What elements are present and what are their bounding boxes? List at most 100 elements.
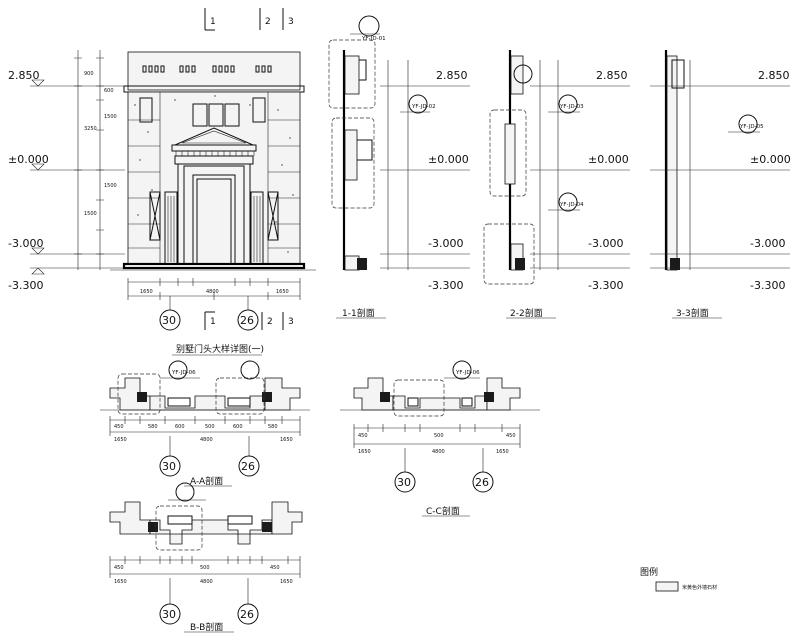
plan-a-a: 别墅门头大样详图(一) YF-JD-06 450 580 600 500 600… bbox=[100, 343, 310, 487]
svg-text:1500: 1500 bbox=[84, 211, 97, 217]
title-2-2: 2-2剖面 bbox=[510, 307, 543, 319]
dims-b-b: 450 500 450 1650 4800 1650 bbox=[109, 556, 301, 585]
svg-text:4800: 4800 bbox=[206, 289, 219, 295]
legend: 图例 米黄色外墙石材 bbox=[640, 566, 717, 592]
svg-text:3: 3 bbox=[288, 317, 294, 327]
svg-text:2.850: 2.850 bbox=[596, 69, 628, 82]
svg-text:YF-JD-01: YF-JD-01 bbox=[361, 36, 386, 42]
svg-text:YF-JD-06: YF-JD-06 bbox=[455, 370, 480, 376]
svg-text:1500: 1500 bbox=[104, 183, 117, 189]
svg-text:1: 1 bbox=[210, 317, 216, 327]
svg-text:-3.300: -3.300 bbox=[588, 279, 623, 292]
dentils bbox=[175, 151, 255, 156]
svg-text:2: 2 bbox=[267, 317, 273, 327]
legend-item-stone: 米黄色外墙石材 bbox=[682, 584, 717, 591]
svg-text:±0.000: ±0.000 bbox=[428, 153, 469, 166]
svg-text:26: 26 bbox=[241, 460, 255, 473]
title-1-1: 1-1剖面 bbox=[342, 307, 375, 319]
upper-windows bbox=[139, 97, 266, 127]
stone-speckle bbox=[134, 95, 294, 253]
section-1-1: YF-JD-01 2.850 ±0.000 -3.000 -3.300 YF-J… bbox=[328, 15, 470, 319]
svg-text:1650: 1650 bbox=[280, 437, 293, 443]
axis-markers-elevation: 30 26 bbox=[159, 296, 259, 331]
svg-text:26: 26 bbox=[475, 476, 489, 489]
svg-text:1650: 1650 bbox=[358, 449, 371, 455]
svg-text:2.850: 2.850 bbox=[758, 69, 790, 82]
section-markers-bottom: 1 2 3 bbox=[204, 311, 294, 330]
plan-c-c: YF-JD-06 450 500 450 1650 4800 1650 30 2… bbox=[340, 360, 540, 517]
svg-text:450: 450 bbox=[358, 433, 368, 439]
axis-26: 26 bbox=[240, 314, 254, 327]
svg-text:600: 600 bbox=[104, 88, 114, 94]
dimension-chain-left: 900 3250 1500 600 1500 1500 bbox=[74, 50, 117, 270]
main-title: 别墅门头大样详图(一) bbox=[176, 343, 264, 355]
svg-text:1650: 1650 bbox=[114, 437, 127, 443]
svg-text:500: 500 bbox=[200, 565, 210, 571]
svg-text:±0.000: ±0.000 bbox=[588, 153, 629, 166]
svg-text:450: 450 bbox=[114, 424, 124, 430]
section-mark-1: 1 bbox=[210, 17, 216, 27]
svg-text:-3.000: -3.000 bbox=[588, 237, 623, 250]
axis-30: 30 bbox=[162, 314, 176, 327]
svg-text:-3.000: -3.000 bbox=[750, 237, 785, 250]
section-3-3: YF-JD-05 2.850 ±0.000 -3.000 -3.300 3-3剖… bbox=[650, 50, 791, 319]
svg-text:-3.300: -3.300 bbox=[750, 279, 785, 292]
levels-3-3: 2.850 ±0.000 -3.000 -3.300 bbox=[650, 69, 791, 292]
section-markers-top: 1 2 3 bbox=[204, 8, 294, 31]
title-3-3: 3-3剖面 bbox=[676, 307, 709, 319]
door-pilasters bbox=[149, 191, 279, 265]
elev-2850: 2.850 bbox=[8, 69, 40, 82]
svg-text:900: 900 bbox=[84, 71, 94, 77]
plan-b-b: 450 500 450 1650 4800 1650 30 26 B-B剖面 bbox=[109, 482, 303, 633]
svg-text:YF-JD-06: YF-JD-06 bbox=[171, 370, 196, 376]
svg-text:580: 580 bbox=[268, 424, 278, 430]
svg-text:600: 600 bbox=[175, 424, 185, 430]
svg-text:-3.000: -3.000 bbox=[428, 237, 463, 250]
levels-1-1: 2.850 ±0.000 -3.000 -3.300 bbox=[380, 69, 470, 292]
elev-3000: -3.000 bbox=[8, 237, 43, 250]
dimension-bottom: 1650 4800 1650 bbox=[127, 278, 301, 300]
title-c-c: C-C剖面 bbox=[426, 505, 460, 517]
svg-text:500: 500 bbox=[434, 433, 444, 439]
svg-text:1650: 1650 bbox=[276, 289, 289, 295]
svg-text:4800: 4800 bbox=[432, 449, 445, 455]
svg-text:±0.000: ±0.000 bbox=[750, 153, 791, 166]
svg-text:30: 30 bbox=[162, 460, 176, 473]
svg-text:30: 30 bbox=[397, 476, 411, 489]
levels-2-2: 2.850 ±0.000 -3.000 -3.300 bbox=[530, 69, 630, 292]
svg-text:450: 450 bbox=[114, 565, 124, 571]
svg-text:26: 26 bbox=[240, 608, 254, 621]
dims-c-c: 450 500 450 1650 4800 1650 bbox=[353, 424, 521, 455]
svg-text:580: 580 bbox=[148, 424, 158, 430]
elevation-levels-left: 2.850 ±0.000 -3.000 -3.300 bbox=[8, 69, 125, 292]
section-mark-2: 2 bbox=[265, 17, 271, 27]
svg-text:YF-JD-02: YF-JD-02 bbox=[411, 104, 436, 110]
legend-title: 图例 bbox=[640, 566, 658, 578]
svg-text:30: 30 bbox=[162, 608, 176, 621]
parapet-vents bbox=[142, 65, 272, 73]
svg-text:1650: 1650 bbox=[280, 579, 293, 585]
svg-text:1650: 1650 bbox=[496, 449, 509, 455]
svg-text:YF-JD-05: YF-JD-05 bbox=[739, 124, 764, 130]
title-b-b: B-B剖面 bbox=[190, 621, 223, 633]
title-a-a: A-A剖面 bbox=[190, 475, 223, 487]
svg-text:600: 600 bbox=[233, 424, 243, 430]
svg-text:YF-JD-04: YF-JD-04 bbox=[559, 202, 584, 208]
svg-text:450: 450 bbox=[270, 565, 280, 571]
svg-text:450: 450 bbox=[506, 433, 516, 439]
elev-3300: -3.300 bbox=[8, 279, 43, 292]
svg-text:4800: 4800 bbox=[200, 437, 213, 443]
svg-text:1500: 1500 bbox=[104, 114, 117, 120]
legend-swatch-stone bbox=[655, 581, 679, 592]
svg-text:500: 500 bbox=[205, 424, 215, 430]
svg-text:3250: 3250 bbox=[84, 126, 97, 132]
section-2-2: YF-JD-03 YF-JD-04 2.850 ±0.000 -3.000 -3… bbox=[483, 50, 630, 319]
svg-text:1650: 1650 bbox=[114, 579, 127, 585]
front-elevation: 1 2 3 2.850 ±0.000 -3.000 -3.300 900 325… bbox=[8, 8, 316, 331]
svg-text:YF-JD-03: YF-JD-03 bbox=[559, 104, 584, 110]
svg-text:1650: 1650 bbox=[140, 289, 153, 295]
svg-text:2.850: 2.850 bbox=[436, 69, 468, 82]
svg-text:4800: 4800 bbox=[200, 579, 213, 585]
svg-text:-3.300: -3.300 bbox=[428, 279, 463, 292]
